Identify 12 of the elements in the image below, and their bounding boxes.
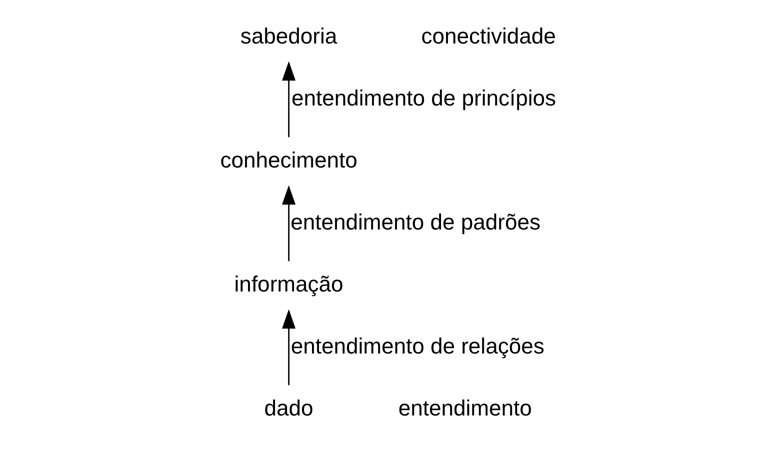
node-text: informação bbox=[234, 272, 344, 297]
edge-label: entendimento de padrões bbox=[290, 210, 540, 235]
edge-label: entendimento de princípios bbox=[292, 86, 556, 111]
label: entendimento bbox=[398, 396, 532, 421]
edge-label: entendimento de relações bbox=[290, 334, 544, 359]
arrow bbox=[282, 309, 296, 386]
arrow bbox=[282, 61, 296, 138]
node-text: conhecimento bbox=[220, 148, 358, 173]
node-text: dado bbox=[264, 396, 314, 421]
arrow bbox=[282, 185, 296, 262]
label: conectividade bbox=[421, 24, 556, 49]
node-text: sabedoria bbox=[240, 24, 338, 49]
